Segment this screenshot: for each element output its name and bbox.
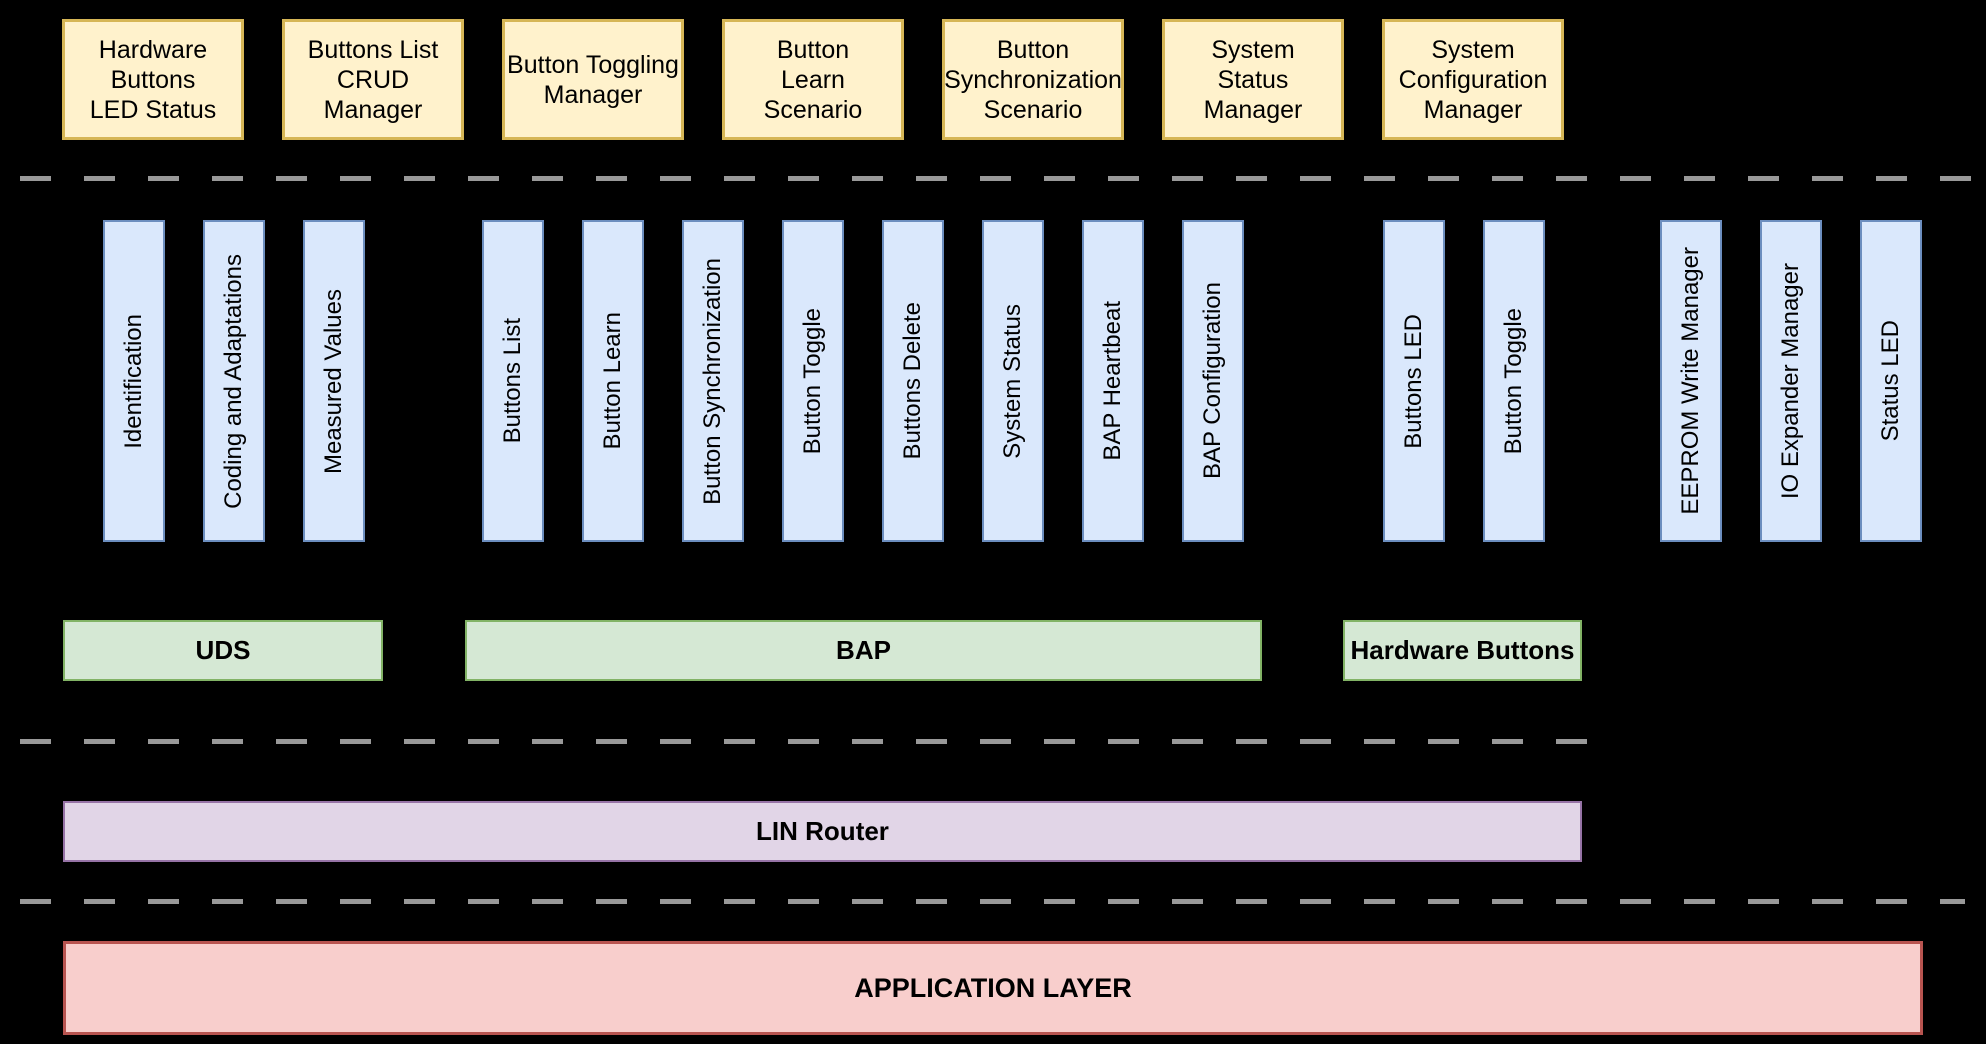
manager-box: Buttons List CRUD Manager	[282, 19, 464, 140]
signal-label: Button Learn	[599, 312, 626, 450]
signal-label: Identification	[120, 313, 147, 449]
signal-label: Button Toggle	[799, 307, 826, 455]
manager-box: System Configuration Manager	[1382, 19, 1564, 140]
manager-label: Button Learn Scenario	[763, 35, 863, 124]
lin-router-box: LIN Router	[63, 801, 1582, 862]
manager-label: System Status Manager	[1203, 35, 1303, 124]
signal-label: Buttons LED	[1400, 313, 1427, 449]
dashed-separator-top	[20, 176, 1980, 181]
bap-protocol-box: BAP	[465, 620, 1262, 681]
signal-box: Buttons LED	[1383, 220, 1445, 542]
manager-box: Button Synchronization Scenario	[942, 19, 1124, 140]
manager-row: Hardware Buttons LED Status Buttons List …	[62, 19, 1564, 140]
signal-box: Buttons Delete	[882, 220, 944, 542]
dashed-separator-middle	[20, 739, 1590, 744]
signal-label: Button Toggle	[1500, 307, 1527, 455]
application-layer-box: APPLICATION LAYER	[63, 941, 1923, 1035]
signal-box: Button Toggle	[782, 220, 844, 542]
hardware-buttons-signals-group: Buttons LED Button Toggle	[1383, 220, 1545, 542]
signal-label: System Status	[999, 303, 1026, 459]
signal-box: Identification	[103, 220, 165, 542]
signal-box: Button Toggle	[1483, 220, 1545, 542]
signal-box: System Status	[982, 220, 1044, 542]
app-modules-group: EEPROM Write Manager IO Expander Manager S…	[1660, 220, 1922, 542]
signal-box: Coding and Adaptations	[203, 220, 265, 542]
hardware-buttons-protocol-label: Hardware Buttons	[1350, 635, 1575, 665]
dashed-separator-bottom	[20, 899, 1965, 904]
module-box: IO Expander Manager	[1760, 220, 1822, 542]
bap-signals-group: Buttons List Button Learn Button Synchroni…	[482, 220, 1244, 542]
signal-box: BAP Heartbeat	[1082, 220, 1144, 542]
signal-box: Button Synchronization	[682, 220, 744, 542]
signal-label: BAP Heartbeat	[1099, 301, 1126, 461]
module-label: EEPROM Write Manager	[1677, 247, 1704, 515]
signal-box: Buttons List	[482, 220, 544, 542]
uds-protocol-box: UDS	[63, 620, 383, 681]
signal-box: Measured Values	[303, 220, 365, 542]
uds-signals-group: Identification Coding and Adaptations Meas…	[103, 220, 365, 542]
signal-label: Measured Values	[320, 288, 347, 474]
manager-box: Hardware Buttons LED Status	[62, 19, 244, 140]
hardware-buttons-protocol-box: Hardware Buttons	[1343, 620, 1582, 681]
manager-box: Button Toggling Manager	[502, 19, 684, 140]
manager-label: Hardware Buttons LED Status	[89, 35, 217, 124]
module-label: IO Expander Manager	[1777, 262, 1804, 500]
manager-box: System Status Manager	[1162, 19, 1344, 140]
manager-label: Buttons List CRUD Manager	[307, 35, 439, 124]
bap-protocol-label: BAP	[836, 635, 891, 665]
module-box: Status LED	[1860, 220, 1922, 542]
signal-label: Buttons List	[499, 318, 526, 444]
uds-protocol-label: UDS	[195, 635, 251, 665]
signal-label: BAP Configuration	[1199, 282, 1226, 480]
signal-box: Button Learn	[582, 220, 644, 542]
signal-label: Buttons Delete	[899, 302, 926, 460]
manager-label: Button Synchronization Scenario	[944, 35, 1122, 124]
manager-label: System Configuration Manager	[1398, 35, 1548, 124]
manager-label: Button Toggling Manager	[507, 50, 679, 109]
lin-router-label: LIN Router	[756, 816, 889, 846]
signal-label: Button Synchronization	[699, 257, 726, 505]
application-layer-label: APPLICATION LAYER	[854, 972, 1132, 1003]
signal-label: Coding and Adaptations	[220, 253, 247, 509]
manager-box: Button Learn Scenario	[722, 19, 904, 140]
module-box: EEPROM Write Manager	[1660, 220, 1722, 542]
signal-box: BAP Configuration	[1182, 220, 1244, 542]
module-label: Status LED	[1877, 320, 1904, 442]
